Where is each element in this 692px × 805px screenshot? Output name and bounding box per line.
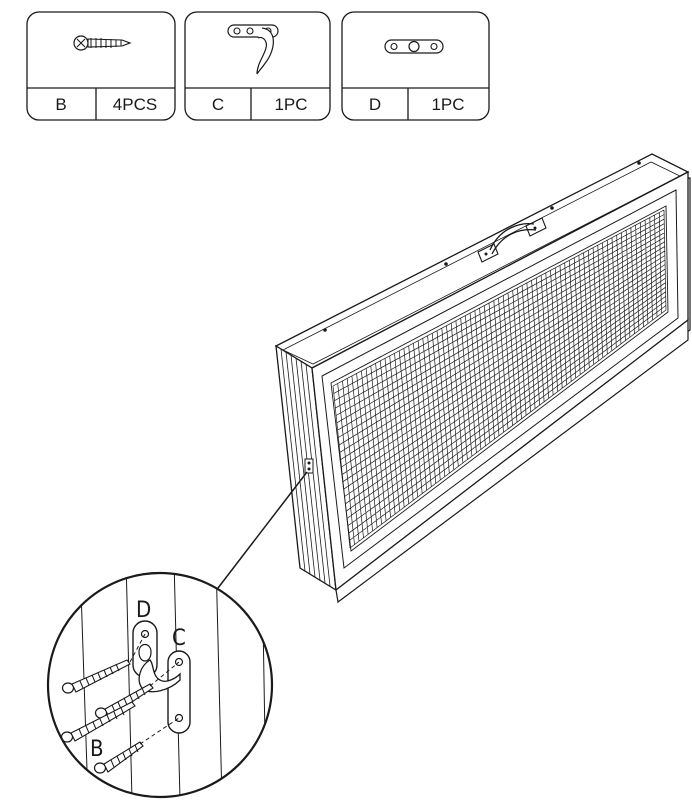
side-bracket-icon [304,458,314,474]
eye-plate-icon [384,39,444,54]
detail-screw [60,701,136,743]
led-mesh [332,209,667,549]
detail-screw [94,683,154,719]
detail-callout: D C B [46,571,274,799]
carry-handle [477,217,547,263]
part-c-qty: 1PC [274,95,307,114]
part-box-b: B 4PCS [26,11,176,121]
top-screw-icon [444,262,448,266]
top-screw-icon [323,328,327,332]
part-d-letter: D [369,95,381,114]
part-c-letter: C [212,95,224,114]
screw-icon [73,35,132,51]
detail-screw [61,659,131,694]
hook-plate-icon [227,24,279,75]
part-box-c: C 1PC [184,11,331,121]
top-screw-icon [550,206,554,210]
part-b-qty: 4PCS [113,95,157,114]
callout-pointer [217,471,308,589]
top-screw-icon [637,161,641,165]
detail-label-b: B [90,737,104,762]
part-box-d: D 1PC [341,11,490,121]
detail-label-d: D [136,598,151,623]
led-sign [274,153,691,604]
part-b-letter: B [55,95,66,114]
part-d-qty: 1PC [431,95,464,114]
led-grid [332,209,667,549]
detail-screw [93,741,144,774]
detail-label-c: C [172,626,186,651]
